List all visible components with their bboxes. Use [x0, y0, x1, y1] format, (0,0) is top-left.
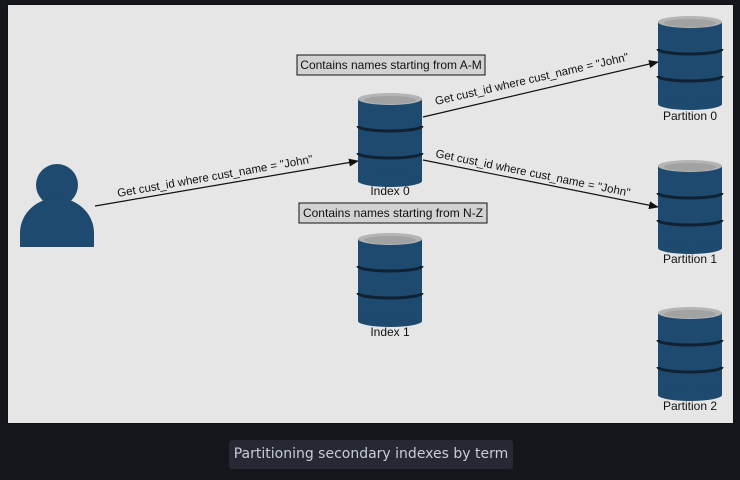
- request-arrow-index-partition1: [422, 159, 659, 210]
- index1-label: Index 1: [370, 325, 410, 339]
- note-index0-range: Contains names starting from A-M: [296, 54, 486, 76]
- request-arrow-index-partition0: [422, 60, 659, 118]
- partition1-label: Partition 1: [663, 252, 717, 266]
- database-icon-index1: [356, 231, 424, 329]
- partition2-label: Partition 2: [663, 399, 717, 413]
- diagram-canvas: Get cust_id where cust_name = "John" Get…: [7, 4, 734, 424]
- database-icon-partition0: [656, 14, 724, 112]
- note-index1-range: Contains names starting from N-Z: [298, 202, 488, 224]
- database-icon-index0: [356, 91, 424, 189]
- request-arrow-client-index: [94, 158, 359, 207]
- database-icon-partition2: [656, 305, 724, 403]
- figure-caption: Partitioning secondary indexes by term: [229, 440, 513, 469]
- index0-label: Index 0: [370, 184, 410, 198]
- svg-text:Contains names starting from N: Contains names starting from N-Z: [303, 206, 483, 220]
- diagram-svg: Get cust_id where cust_name = "John" Get…: [20, 14, 724, 413]
- request-label-client-index: Get cust_id where cust_name = "John": [116, 154, 313, 200]
- database-icon-partition1: [656, 158, 724, 256]
- partition0-label: Partition 0: [663, 109, 717, 123]
- request-label-partition1: Get cust_id where cust_name = "John": [434, 148, 631, 199]
- svg-text:Contains names starting from A: Contains names starting from A-M: [300, 58, 481, 72]
- person-icon: [20, 164, 94, 247]
